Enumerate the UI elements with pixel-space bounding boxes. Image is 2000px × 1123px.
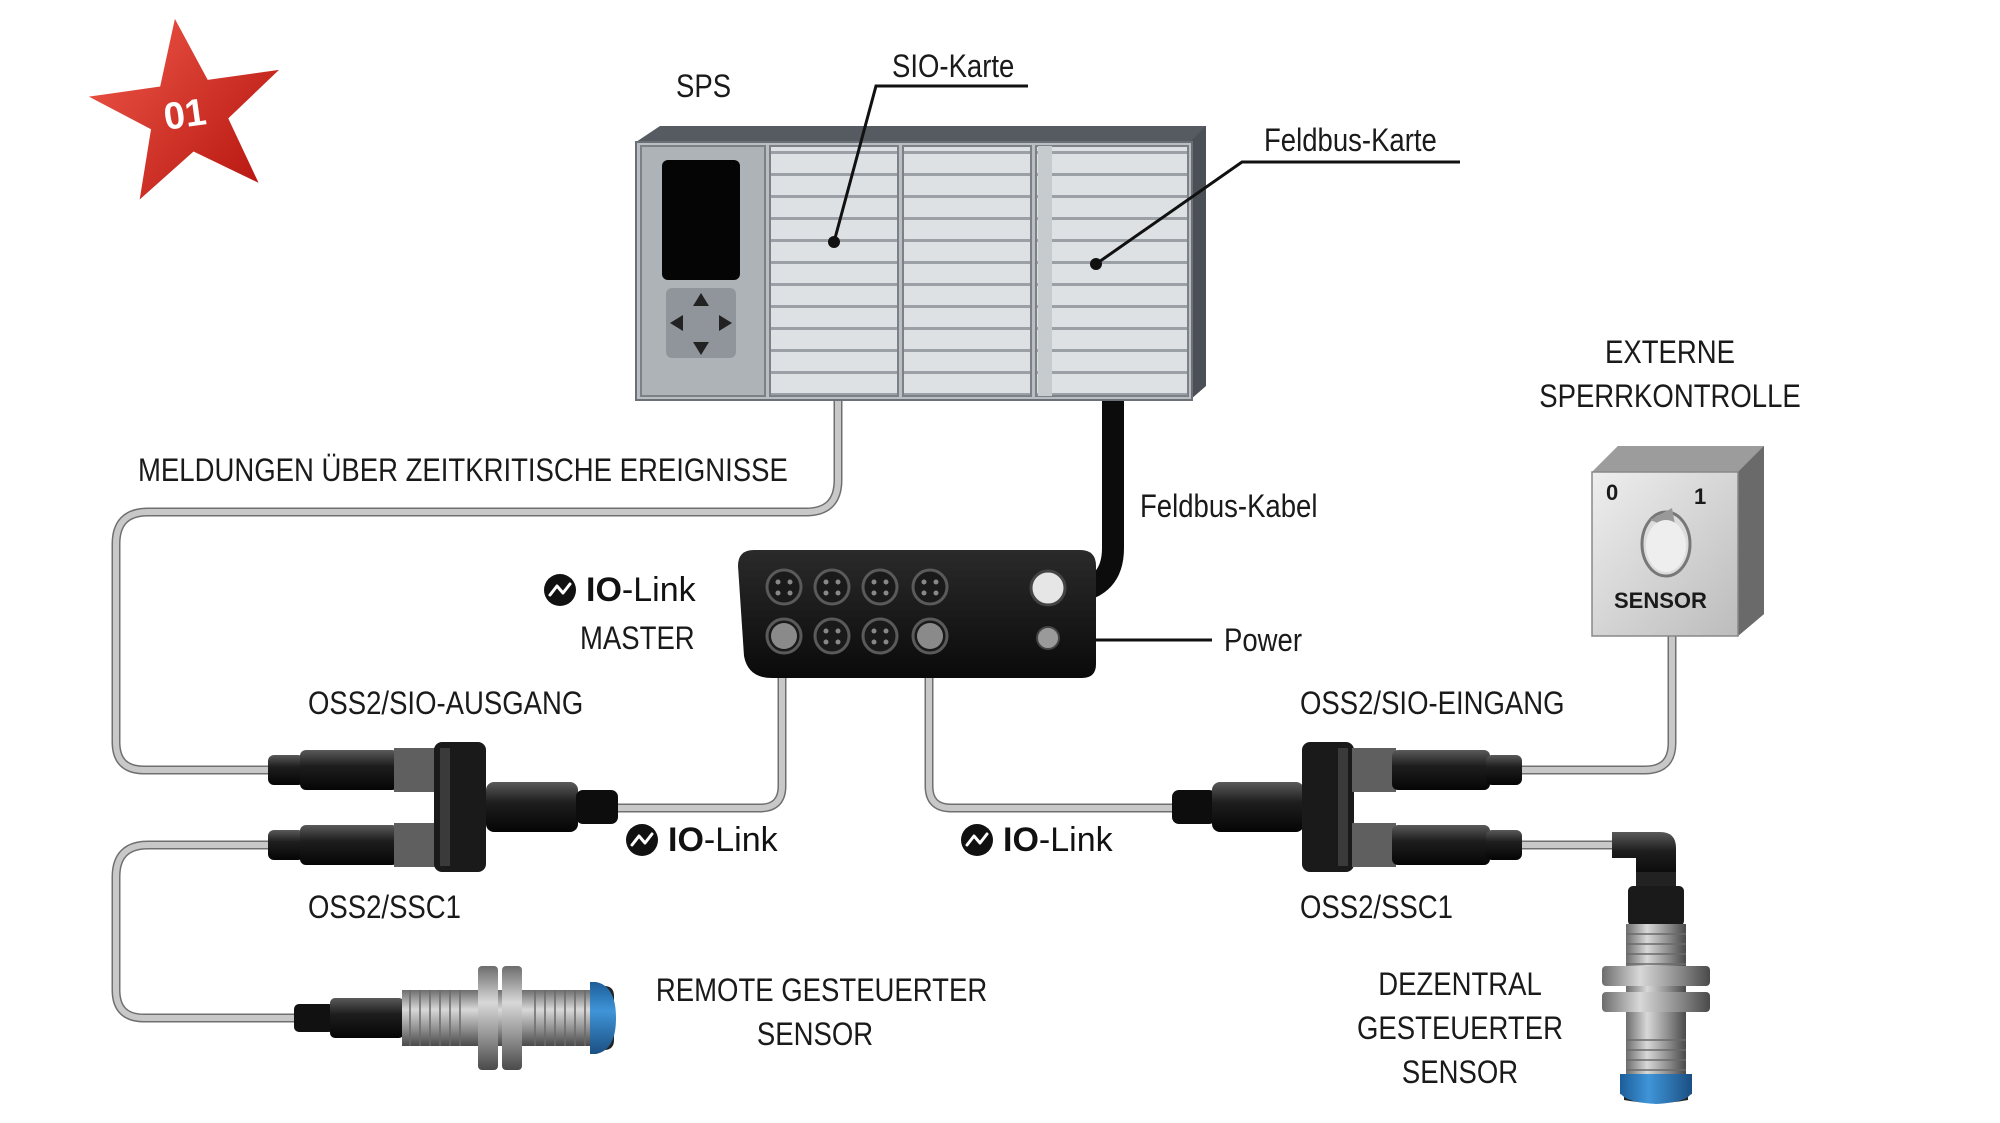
io-link-master (738, 550, 1096, 678)
io-link-thin: -Link (1038, 820, 1113, 859)
left-t-connector (268, 742, 618, 872)
label-remote-line1: REMOTE GESTEUERTER (655, 972, 988, 1008)
io-link-logo-master (544, 574, 576, 606)
label-power: Power (1224, 622, 1303, 658)
decentral-sensor (1602, 832, 1710, 1103)
label-oss2-sio-eingang: OSS2/SIO-EINGANG (1300, 685, 1565, 721)
label-oss2-ssc1-left: OSS2/SSC1 (308, 889, 461, 925)
grey-cables (113, 389, 1675, 1021)
io-link-logo-right (961, 824, 993, 856)
remote-sensor (294, 966, 616, 1070)
label-dezentral-line2: GESTEUERTER (1357, 1010, 1563, 1046)
io-link-wordmark-left: IO-Link (668, 820, 778, 860)
io-link-wordmark-right: IO-Link (1003, 820, 1113, 860)
label-sio-karte: SIO-Karte (892, 48, 1015, 84)
decentral-cap-body (1620, 1074, 1692, 1090)
label-master: MASTER (580, 620, 695, 656)
io-link-logo-left (626, 824, 658, 856)
label-externe: EXTERNE (1605, 334, 1735, 370)
label-meldungen: MELDUNGEN ÜBER ZEITKRITISCHE EREIGNISSE (138, 452, 788, 488)
plc-rack (635, 126, 1206, 401)
switch-sensor-label: SENSOR (1614, 588, 1707, 613)
io-link-bold: IO (668, 820, 704, 859)
io-link-bold: IO (586, 570, 622, 609)
io-link-thin: -Link (621, 570, 696, 609)
label-dezentral-line1: DEZENTRAL (1378, 966, 1542, 1002)
switch-pos-1: 1 (1694, 484, 1707, 509)
io-link-wordmark-master: IO-Link (586, 570, 696, 610)
label-sperrkontrolle: SPERRKONTROLLE (1539, 378, 1801, 414)
io-link-thin: -Link (703, 820, 778, 859)
right-t-connector (1172, 742, 1522, 872)
label-oss2-sio-ausgang: OSS2/SIO-AUSGANG (308, 685, 584, 721)
switch-pos-0: 0 (1606, 480, 1619, 505)
label-feldbus-karte: Feldbus-Karte (1264, 122, 1437, 158)
switch-box (1591, 446, 1764, 637)
io-link-bold: IO (1003, 820, 1039, 859)
decentral-cap-end (1620, 1090, 1692, 1104)
label-sps: SPS (676, 68, 732, 104)
label-feldbus-kabel: Feldbus-Kabel (1140, 488, 1318, 524)
label-remote-line2: SENSOR (756, 1016, 874, 1052)
label-oss2-ssc1-right: OSS2/SSC1 (1300, 889, 1453, 925)
badge-star (88, 18, 280, 200)
sio-card-dot (828, 236, 840, 248)
label-dezentral-line3: SENSOR (1401, 1054, 1519, 1090)
fieldbus-card-dot (1090, 258, 1102, 270)
badge-number: 01 (161, 91, 209, 139)
